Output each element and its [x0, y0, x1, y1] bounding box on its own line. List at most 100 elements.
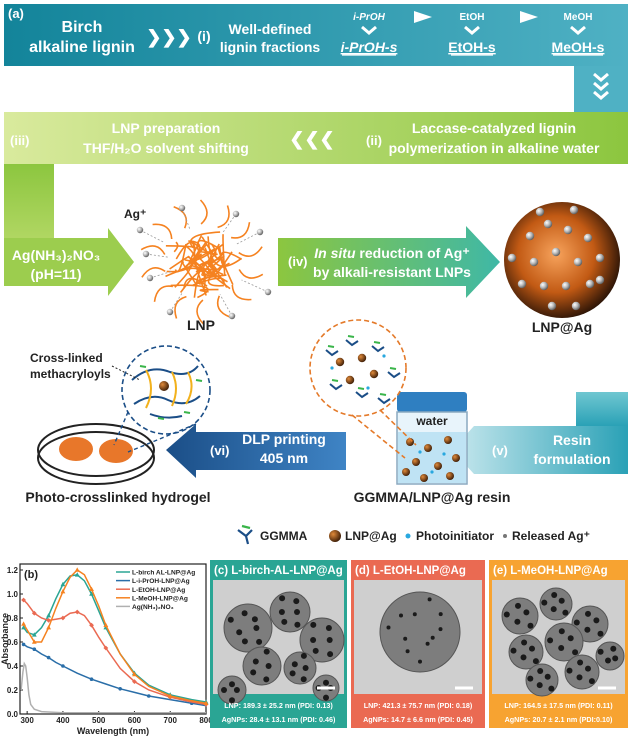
series-line [23, 599, 207, 706]
lnp-ag-particle [335, 357, 345, 367]
agnp-image [610, 645, 617, 652]
agnp-image [503, 611, 510, 618]
data-point [74, 567, 80, 572]
chevron-down-icon [570, 25, 586, 35]
step-vi-line2: 405 nm [260, 450, 308, 466]
y-tick-label: 0.0 [7, 710, 19, 719]
triple-chevron-down-icon [593, 72, 609, 100]
silver-nanoparticle [529, 257, 539, 267]
polymer-strand [216, 295, 231, 318]
agnp-image [550, 606, 557, 613]
series-line [22, 569, 207, 704]
silver-ion-icon [264, 288, 272, 296]
y-tick-label: 1.0 [7, 590, 19, 599]
polymer-strand [173, 206, 188, 229]
data-point [31, 632, 37, 637]
agnp-image [310, 621, 317, 628]
silver-nanoparticle [507, 253, 517, 263]
agnp-image [263, 648, 270, 655]
polymer-strand [231, 284, 252, 301]
agnp-image [265, 663, 272, 669]
ggmma-chain [371, 345, 385, 353]
tem-size-agnp: AgNPs: 20.7 ± 2.1 nm (PDI:0.10) [505, 715, 613, 724]
agnp-image [229, 697, 235, 704]
silver-source-line1: Ag(NH₃)₂NO₃ [12, 247, 100, 263]
silver-nanoparticle [571, 301, 581, 311]
polymer-strand [165, 245, 197, 250]
silver-ion-icon [166, 308, 174, 316]
agnp-image [399, 613, 403, 618]
hydrogel-disc [59, 437, 93, 461]
lnp-particle-image [283, 651, 317, 685]
ggmma-chain [355, 391, 369, 399]
photoinitiator-dot [382, 354, 386, 358]
silver-source-line2: (pH=11) [31, 266, 82, 282]
silver-ion-icon [232, 210, 240, 218]
step-i-line1: Well-defined [229, 21, 312, 37]
agnp-image [537, 668, 544, 674]
polymer-strand [196, 239, 221, 250]
polymer-strand [175, 241, 196, 260]
chart-xlabel: Wavelength (nm) [77, 726, 149, 736]
lnp-ag-sphere [504, 202, 620, 318]
lnp-ag-label: LNP@Ag [532, 319, 592, 335]
step-iv-line1-rest: reduction of Ag⁺ [356, 245, 470, 261]
data-point [146, 694, 151, 698]
agnp-image [566, 667, 573, 674]
agnp-image [438, 612, 443, 617]
data-point [46, 655, 51, 660]
agnp-image [585, 610, 591, 617]
agnp-image [418, 659, 422, 664]
step-iii-line1: LNP preparation [112, 120, 221, 136]
zoom-lines [351, 409, 417, 459]
agnp-image [241, 638, 248, 645]
lnp-ag-particle [424, 444, 432, 452]
step-ii-line2: polymerization in alkaline water [389, 140, 600, 156]
solvent-1: i-PrOH [353, 12, 385, 23]
fraction-1: i-PrOH-s [341, 39, 398, 55]
agnp-image [527, 675, 534, 682]
agnp-image [551, 592, 558, 598]
lnp-particle-image [217, 675, 247, 705]
crosslinked-chain [157, 417, 165, 420]
legend-entry: L-birch AL-LNP@Ag [132, 570, 195, 577]
y-tick-label: 0.2 [7, 686, 19, 695]
silver-ion-icon [146, 274, 154, 282]
polymer-strand [195, 269, 228, 283]
agnp-image [289, 670, 296, 677]
solvent-sequence: i-PrOH EtOH MeOH i-PrOH-s EtOH-s MeOH-s [341, 11, 605, 56]
agnp-image [585, 665, 591, 672]
polymer-strand [141, 266, 166, 278]
tem-size-agnp: AgNPs: 14.7 ± 6.6 nm (PDI: 0.45) [363, 715, 473, 724]
polymer-strand [170, 284, 209, 299]
data-point [89, 622, 94, 628]
agnp-image [252, 658, 259, 665]
polymer-strand [180, 259, 199, 287]
chart-series [20, 567, 209, 714]
ggmma-chain [373, 341, 381, 344]
data-point [31, 639, 37, 644]
arrow-right-icon [414, 11, 432, 23]
polymer-strand [165, 267, 206, 289]
lnp-ag-particle [357, 353, 367, 363]
agnp-image [562, 609, 569, 616]
crosslinked-chain [183, 411, 191, 414]
ggmma-chain [347, 335, 355, 338]
vial-cap [397, 392, 467, 412]
agnp-image [278, 609, 285, 615]
agnp-image [588, 678, 595, 685]
source-line2: alkaline lignin [29, 39, 135, 56]
silver-ion-icon [228, 312, 236, 320]
photoinitiator-dot [442, 452, 446, 456]
legend-released: Released Ag⁺ [512, 529, 590, 543]
scheme-legend: GGMMA LNP@Ag Photoinitiator Released Ag⁺ [237, 524, 590, 545]
step-v-arrow [452, 426, 628, 474]
chevron-down-icon [361, 25, 377, 35]
agnp-image [326, 637, 333, 643]
polymer-strand [211, 251, 233, 278]
agnp-image [584, 626, 591, 633]
ggmma-chain [379, 393, 387, 396]
silver-nanoparticle [583, 233, 593, 243]
